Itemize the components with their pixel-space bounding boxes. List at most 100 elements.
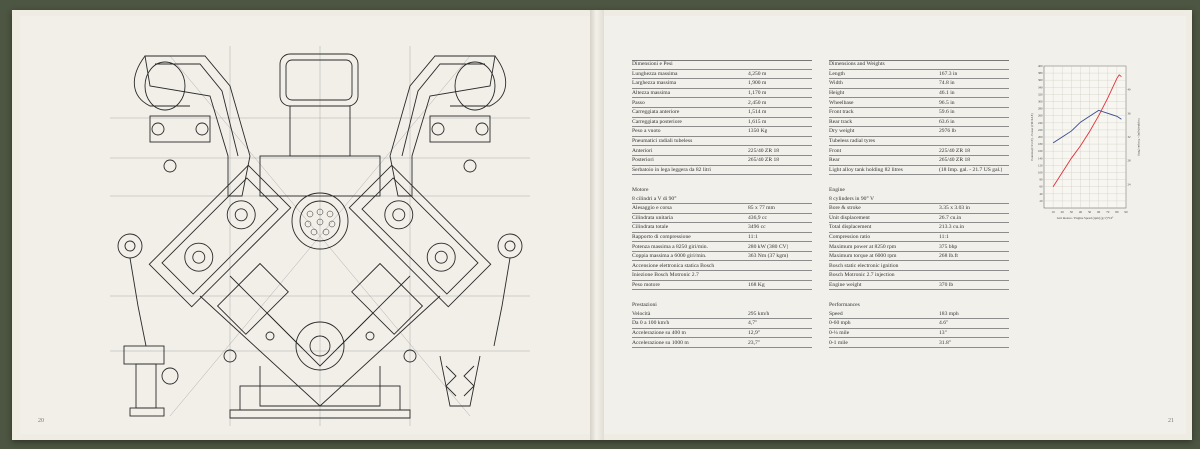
chart-y-left-tick-label: 100: [1038, 171, 1043, 175]
italian-spec-row: Pneumatici radiali tubeless: [632, 137, 812, 147]
italian-spec-value: 4,250 m: [748, 70, 767, 77]
chart-x-tick-label: 90: [1124, 210, 1128, 214]
chart-y-left-tick-label: 200: [1038, 135, 1043, 139]
chart-x-axis-label: Giri motore / Engine Speed (rpm) (g/1')*…: [1057, 216, 1113, 220]
italian-spec-row: Prestazioni: [632, 300, 812, 310]
italian-spec-value: 3496 cc: [748, 224, 766, 231]
english-spec-label: 0-¼ mile: [829, 329, 850, 336]
italian-spec-label: Carreggiata posteriore: [632, 118, 682, 125]
chart-x-tick-label: 50: [1088, 210, 1092, 214]
english-spec-label: Height: [829, 90, 845, 97]
italian-spec-label: 8 cilindri a V di 90°: [632, 195, 677, 202]
english-spec-row: 8 cylinders in 90° V: [829, 194, 1009, 204]
chart-y-left-tick-label: 300: [1038, 100, 1043, 104]
english-spec-label: Total displacement: [829, 224, 872, 231]
chart-y-left-tick-label: 260: [1038, 114, 1043, 118]
italian-spec-label: Motore: [632, 186, 649, 193]
chart-y-left-tick-label: 140: [1038, 156, 1043, 160]
english-spec-label: Rear track: [829, 118, 853, 125]
english-spec-label: Light alloy tank holding 82 litres: [829, 166, 903, 173]
italian-spec-value: 168 Kg: [748, 281, 765, 288]
chart-x-tick-label: 20: [1061, 210, 1065, 214]
chart-y-right-tick-label: 36: [1128, 111, 1132, 115]
english-spec-value: 225/40 ZR 18: [939, 147, 971, 154]
italian-spec-value: 11:1: [748, 233, 758, 240]
english-spec-label: Bosch static electronic ignition: [829, 262, 899, 269]
italian-spec-label: Passo: [632, 99, 645, 106]
italian-spec-label: Peso a vuoto: [632, 128, 661, 135]
italian-spec-label: Potenza massima a 8250 giri/min.: [632, 243, 708, 250]
english-spec-row: Total displacement 213.3 cu.in: [829, 223, 1009, 233]
chart-y-left-tick-label: 20: [1040, 199, 1044, 203]
italian-spec-label: Accelerazione su 400 m: [632, 329, 686, 336]
italian-spec-label: Da 0 a 100 km/h: [632, 320, 670, 327]
english-spec-label: 8 cylinders in 90° V: [829, 195, 875, 202]
chart-y-left-tick-label: 40: [1040, 192, 1044, 196]
english-spec-label: Performances: [829, 301, 860, 308]
italian-spec-value: 2,450 m: [748, 99, 767, 106]
english-spec-row: Performances: [829, 300, 1009, 310]
chart-y-right-tick-label: 28: [1128, 159, 1132, 163]
english-spec-label: Dimensions and Weights: [829, 61, 885, 68]
italian-spec-row: Serbatoio in lega leggera da 82 litri: [632, 166, 812, 176]
english-spec-row: Dry weight 2976 lb: [829, 127, 1009, 137]
chart-x-tick-label: 10: [1052, 210, 1056, 214]
italian-spec-value: 85 x 77 mm: [748, 205, 775, 212]
chart-y-left-tick-label: 320: [1038, 92, 1043, 96]
chart-y-left-tick-label: 380: [1038, 71, 1043, 75]
chart-x-tick-label: 80: [1115, 210, 1119, 214]
chart-torque-line: [1052, 109, 1122, 144]
italian-spec-value: 363 Nm (37 kgm): [748, 253, 789, 260]
italian-spec-row: Iniezione Bosch Motronic 2.7: [632, 271, 812, 281]
italian-spec-row: Coppia massima a 6000 giri/min.363 Nm (3…: [632, 252, 812, 262]
italian-spec-label: Posteriori: [632, 157, 654, 164]
english-spec-label: Unit displacement: [829, 214, 870, 221]
english-spec-label: Bore & stroke: [829, 205, 861, 212]
english-spec-label: Front track: [829, 109, 854, 116]
english-spec-label: Length: [829, 70, 845, 77]
italian-spec-value: 436,9 cc: [748, 214, 767, 221]
english-spec-value: 213.3 cu.in: [939, 224, 965, 231]
english-spec-value: 31.8": [939, 339, 952, 346]
english-spec-value: 265/40 ZR 18: [939, 157, 971, 164]
chart-x-tick-label: 70: [1106, 210, 1110, 214]
english-spec-value: 268 lb.ft: [939, 253, 958, 260]
english-spec-label: Dry weight: [829, 128, 855, 135]
italian-spec-label: Rapporto di compressione: [632, 233, 691, 240]
chart-y-right-axis-label: Coppia (kgm) - Torque (Nm): [1137, 118, 1141, 155]
chart-y-left-tick-label: 360: [1038, 78, 1043, 82]
english-spec-value: 2976 lb: [939, 128, 956, 135]
chart-power-line: [1052, 74, 1122, 187]
italian-spec-label: Larghezza massima: [632, 80, 677, 87]
gutter: [590, 10, 604, 440]
english-spec-label: 0-60 mph: [829, 320, 851, 327]
english-spec-value: 183 mph: [939, 310, 959, 317]
italian-spec-label: Velocità: [632, 310, 651, 317]
english-spec-value: 74.8 in: [939, 80, 955, 87]
chart-y-left-tick-label: 60: [1040, 185, 1044, 189]
chart-x-tick-label: 30: [1070, 210, 1074, 214]
english-spec-value: 46.1 in: [939, 90, 955, 97]
italian-spec-value: 1,514 m: [748, 109, 767, 116]
chart-y-left-tick-label: 340: [1038, 85, 1043, 89]
english-spec-value: (18 Imp. gal. - 21.7 US gal.): [939, 166, 1003, 173]
page-number-right: 21: [1168, 418, 1174, 424]
english-spec-label: Tubeless radial tyres: [829, 138, 876, 145]
italian-spec-value: 1350 Kg: [748, 128, 768, 135]
italian-spec-row: Dimensioni e Pesi: [632, 60, 812, 70]
